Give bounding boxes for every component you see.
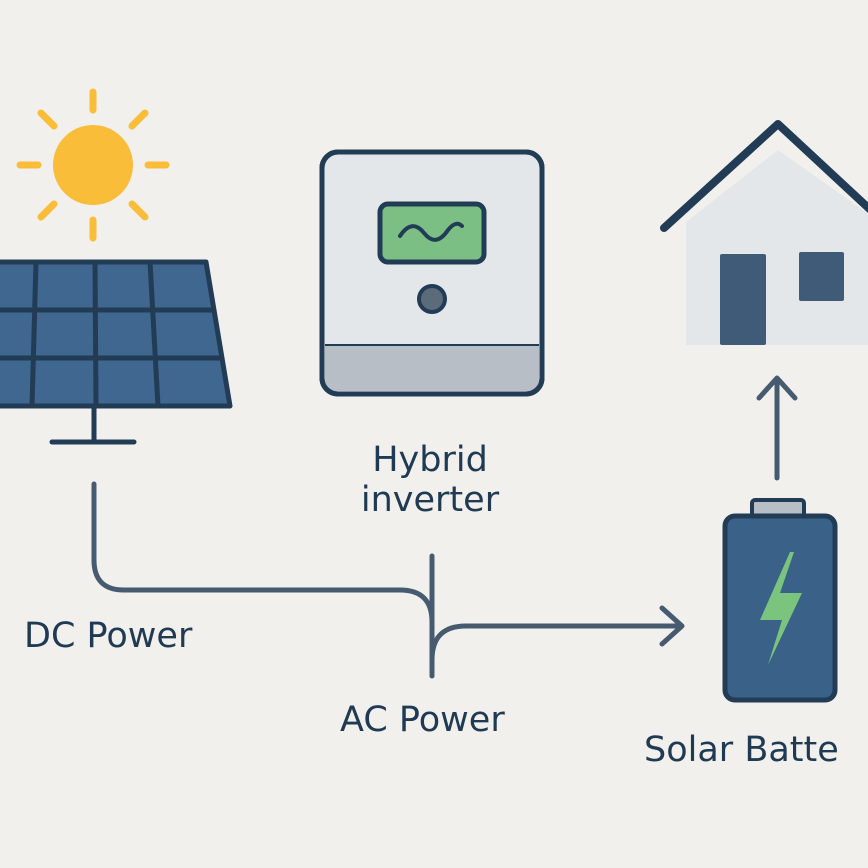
dc-flow-line [91,481,685,679]
solar-battery-label: Solar Batte [644,730,839,770]
battery-icon [722,498,838,703]
lightning-bolt-icon [760,552,802,665]
inverter-label-line2: inverter [360,480,500,521]
inverter-label: Hybrid inverter [330,440,530,521]
dc-power-label: DC Power [24,616,193,656]
ac-power-label: AC Power [340,700,505,740]
solar-panel-icon [0,259,233,445]
inverter-icon [319,149,545,397]
sun-icon [16,88,170,242]
inverter-label-line1: Hybrid [372,440,488,480]
arrow-to-house [756,375,798,481]
house-icon [660,120,868,345]
